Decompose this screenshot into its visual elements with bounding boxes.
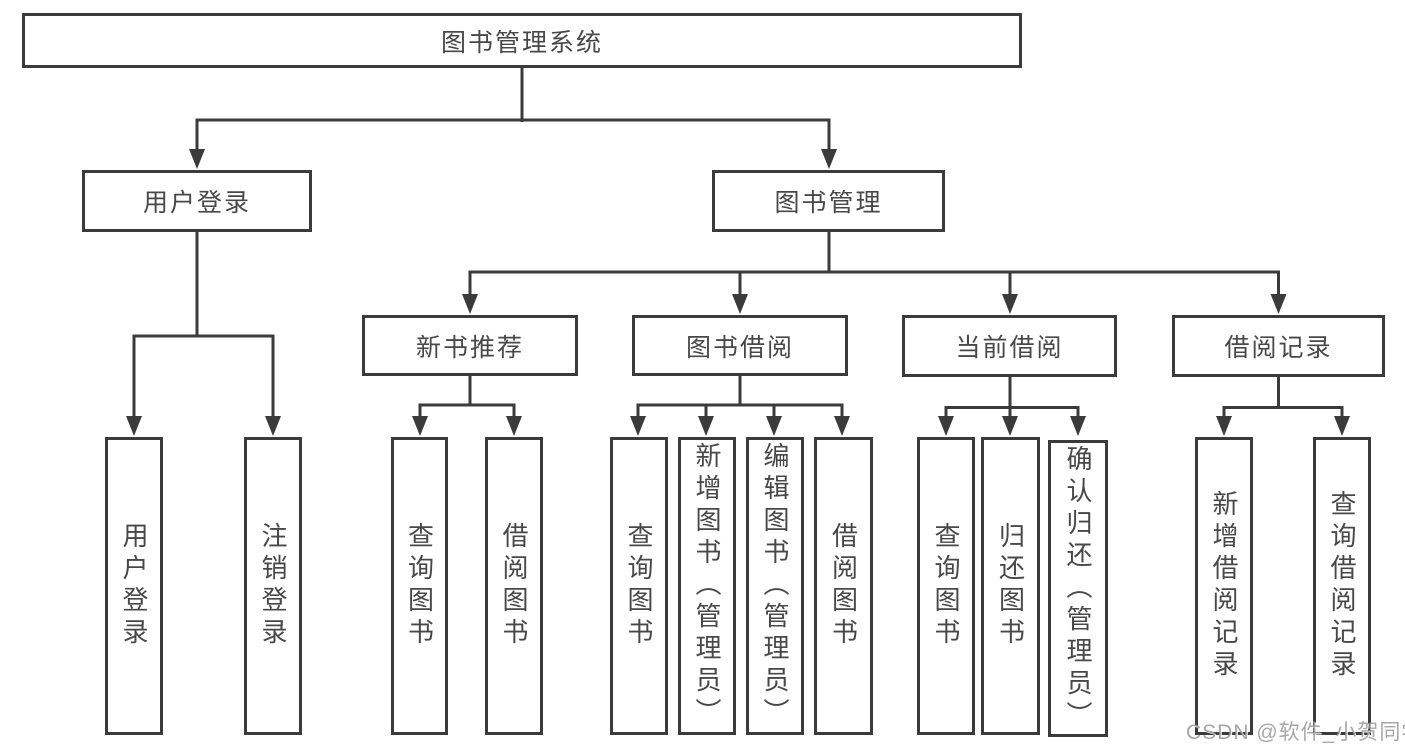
leaf-label: 查询图书 [624, 522, 654, 650]
leaf-label: 用户登录 [119, 522, 149, 650]
leaf-borrow-books-2: 借阅图书 [814, 437, 873, 735]
leaf-query-books-1: 查询图书 [391, 437, 448, 735]
leaf-query-books-3: 查询图书 [917, 437, 975, 735]
leaf-logout: 注销登录 [244, 437, 302, 735]
leaf-label: 新增借阅记录 [1209, 490, 1239, 682]
leaf-label: 注销登录 [258, 522, 288, 650]
leaf-query-books-2: 查询图书 [610, 437, 668, 735]
leaf-query-borrow-record: 查询借阅记录 [1313, 437, 1371, 735]
node-book-management-module: 图书管理 [712, 170, 945, 232]
leaf-label: 查询图书 [404, 522, 435, 650]
leaf-add-borrow-record: 新增借阅记录 [1195, 437, 1253, 735]
leaf-label: 归还图书 [995, 522, 1026, 650]
leaf-label: 查询借阅记录 [1327, 490, 1357, 682]
leaf-confirm-return-admin: 确认归还（管理员） [1048, 440, 1108, 737]
leaf-label: 确认归还（管理员） [1063, 444, 1093, 733]
leaf-label: 借阅图书 [828, 522, 859, 650]
leaf-user-login: 用户登录 [105, 437, 163, 735]
node-user-login-module: 用户登录 [82, 170, 312, 232]
leaf-edit-books-admin: 编辑图书（管理员） [746, 437, 804, 735]
node-new-book-recommend: 新书推荐 [362, 315, 578, 376]
leaf-label: 新增图书（管理员） [692, 442, 722, 730]
connector-lines [132, 68, 1344, 418]
csdn-watermark: CSDN @软件_小贺同学 [1186, 721, 1405, 744]
leaf-return-books: 归还图书 [981, 437, 1040, 735]
leaf-label: 编辑图书（管理员） [760, 442, 790, 730]
node-borrowing-records: 借阅记录 [1172, 315, 1385, 377]
leaf-label: 借阅图书 [499, 522, 529, 650]
node-current-borrowing: 当前借阅 [902, 315, 1117, 377]
leaf-borrow-books-1: 借阅图书 [485, 437, 543, 735]
node-book-borrowing: 图书借阅 [632, 315, 848, 376]
leaf-label: 查询图书 [931, 522, 961, 650]
node-root-library-system: 图书管理系统 [22, 13, 1022, 68]
leaf-add-books-admin: 新增图书（管理员） [678, 437, 736, 735]
